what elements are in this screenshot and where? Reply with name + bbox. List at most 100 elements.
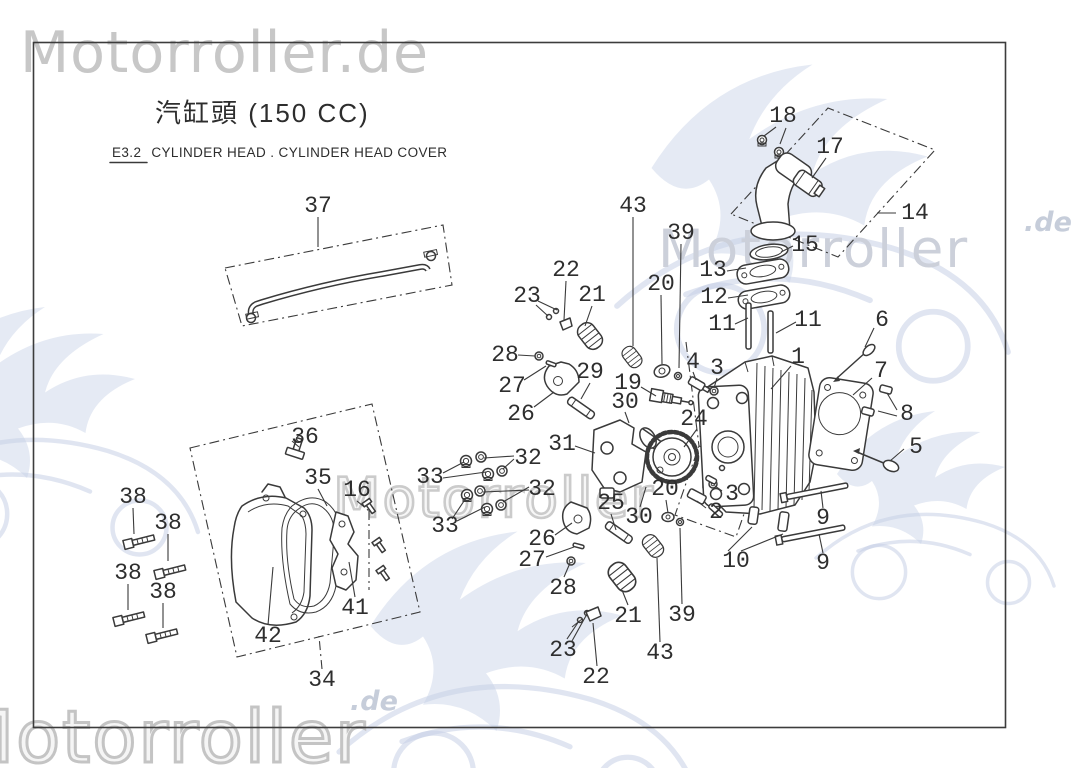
part-label-24: 24 xyxy=(680,406,708,432)
leader-line xyxy=(451,497,467,520)
leader-line xyxy=(533,391,555,408)
leader-line xyxy=(852,377,873,396)
part-label-15: 15 xyxy=(791,232,819,258)
part-label-31: 31 xyxy=(548,431,576,457)
part-label-1: 1 xyxy=(791,344,805,370)
leader-line xyxy=(683,428,698,448)
part-label-30: 30 xyxy=(625,504,653,530)
leader-line xyxy=(610,513,617,531)
leader-line xyxy=(592,622,598,667)
leader-line xyxy=(780,245,794,253)
watermark-layer: Motorroller.de Motorroller .de Motorroll… xyxy=(0,20,1072,768)
leader-line xyxy=(877,410,898,417)
leader-line xyxy=(566,620,580,640)
part-label-18: 18 xyxy=(769,103,797,129)
cylinder-head xyxy=(697,355,817,515)
breather-tube-frame xyxy=(224,224,453,327)
head-cover-frame xyxy=(189,403,421,658)
part-label-14: 14 xyxy=(901,200,929,226)
leader-line xyxy=(770,365,792,390)
dowel-pin xyxy=(747,506,760,526)
tappet-cover-bolt xyxy=(687,376,711,394)
leader-line xyxy=(483,455,515,459)
leader-line xyxy=(442,461,465,474)
leader-line xyxy=(811,157,827,179)
leader-line xyxy=(886,392,898,411)
watermark-top: Motorroller.de xyxy=(20,20,429,86)
page-border xyxy=(32,41,1007,729)
leader-line xyxy=(348,561,356,598)
intake-manifold-assembly xyxy=(736,134,826,354)
dowel xyxy=(545,360,557,368)
insulator-plate xyxy=(736,258,790,285)
hose-clamp xyxy=(792,169,826,198)
valve-stem-seal xyxy=(673,371,683,381)
flange-nut xyxy=(756,134,768,147)
part-label-39: 39 xyxy=(667,220,695,246)
lock-washer xyxy=(566,556,576,566)
part-label-27: 27 xyxy=(518,547,546,573)
dowel-pin xyxy=(777,511,790,533)
spring-seat xyxy=(661,511,675,523)
rocker-arm xyxy=(543,361,580,396)
part-label-32: 32 xyxy=(528,476,556,502)
decompression-parts xyxy=(686,464,726,518)
part-label-29: 29 xyxy=(576,359,604,385)
leader-line xyxy=(740,533,784,552)
part-label-11: 11 xyxy=(794,307,822,333)
leader-line xyxy=(456,506,486,522)
part-label-11: 11 xyxy=(708,311,736,337)
stud-bolt xyxy=(767,310,774,354)
leader-line xyxy=(523,365,547,381)
part-label-7: 7 xyxy=(874,358,888,384)
watermark-bottom: Motorroller xyxy=(0,695,367,768)
dowel-pin xyxy=(878,384,893,395)
part-label-30: 30 xyxy=(611,389,639,415)
leader-line xyxy=(713,377,718,389)
leader-line xyxy=(763,126,777,137)
part-label-38: 38 xyxy=(119,484,147,510)
section-line: E3.2 CYLINDER HEAD . CYLINDER HEAD COVER xyxy=(112,145,447,160)
part-label-43: 43 xyxy=(646,640,674,666)
dowel xyxy=(572,542,585,550)
rocker-arm xyxy=(561,501,592,535)
part-label-38: 38 xyxy=(154,510,182,536)
sealing-washer xyxy=(709,386,719,396)
exhaust-valve xyxy=(853,448,900,473)
head-gasket xyxy=(808,377,874,471)
leader-line xyxy=(726,267,747,272)
spark-plug xyxy=(648,387,694,406)
leader-line xyxy=(318,635,323,670)
leader-line xyxy=(678,243,682,369)
part-label-10: 10 xyxy=(722,548,750,574)
tube-clip xyxy=(245,311,260,324)
section-code: E3.2 xyxy=(112,145,141,160)
part-label-19: 19 xyxy=(614,370,642,396)
leader-line xyxy=(502,486,530,503)
leader-line xyxy=(714,485,723,492)
leader-line xyxy=(679,527,683,605)
watermark-bottom-de: .de xyxy=(350,686,398,717)
part-label-8: 8 xyxy=(900,401,914,427)
part-label-6: 6 xyxy=(875,307,889,333)
part-label-25: 25 xyxy=(597,490,625,516)
leader-line xyxy=(482,489,530,493)
watermark-mid-right-de: .de xyxy=(1024,207,1072,238)
valve-stem-seal xyxy=(675,517,685,527)
part-label-20: 20 xyxy=(651,476,679,502)
rocker-arm-holder xyxy=(591,419,647,499)
part-label-5: 5 xyxy=(909,434,923,460)
leader-line xyxy=(580,382,591,400)
leader-line xyxy=(356,500,370,512)
leader-line xyxy=(889,448,905,462)
watermark-mid-right: Motorroller xyxy=(658,219,969,280)
leader-line xyxy=(624,411,630,424)
leader-line xyxy=(574,445,596,454)
part-label-39: 39 xyxy=(668,602,696,628)
cover-gasket xyxy=(281,497,341,614)
part-label-21: 21 xyxy=(614,603,642,629)
long-stud xyxy=(774,524,846,546)
section-title: CYLINDER HEAD . CYLINDER HEAD COVER xyxy=(151,145,447,160)
